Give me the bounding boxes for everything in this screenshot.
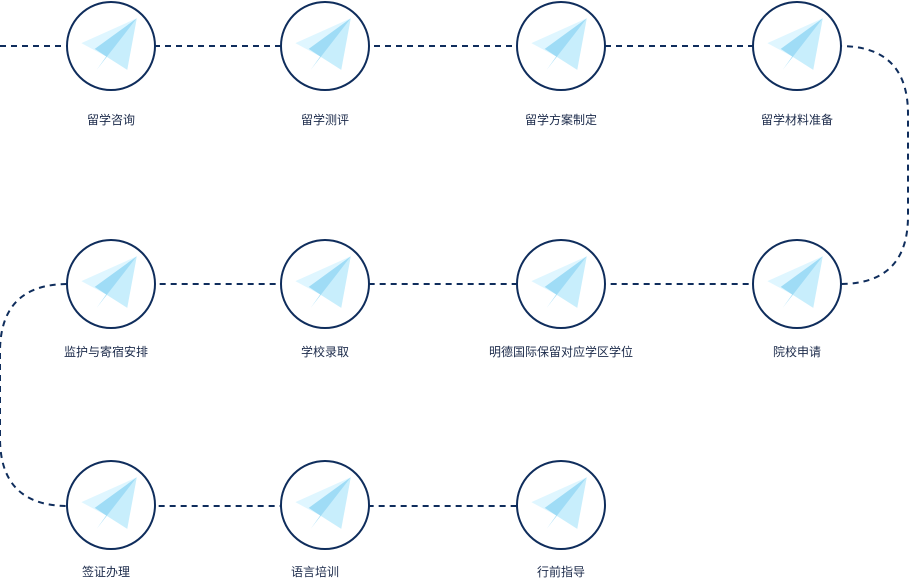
step-label-9: 签证办理 — [81, 565, 130, 579]
step-node-2 — [280, 1, 370, 91]
paper-plane-icon — [81, 256, 137, 308]
step-label-11: 行前指导 — [536, 565, 585, 579]
step-label-5: 院校申请 — [772, 345, 821, 359]
paper-plane-icon — [295, 18, 351, 70]
step-label-7: 学校录取 — [300, 345, 349, 359]
paper-plane-icon — [81, 477, 137, 529]
paper-plane-icon — [531, 256, 587, 308]
step-node-4 — [752, 1, 842, 91]
step-label-1: 留学咨询 — [86, 113, 135, 127]
paper-plane-icon — [531, 18, 587, 70]
step-label-4: 留学材料准备 — [760, 113, 833, 127]
paper-plane-icon — [767, 18, 823, 70]
step-node-11 — [516, 460, 606, 550]
paper-plane-icon — [295, 477, 351, 529]
step-node-5 — [752, 239, 842, 329]
step-node-9 — [66, 460, 156, 550]
paper-plane-icon — [767, 256, 823, 308]
step-node-1 — [66, 1, 156, 91]
step-label-10: 语言培训 — [290, 565, 339, 579]
paper-plane-icon — [81, 18, 137, 70]
step-node-6 — [516, 239, 606, 329]
step-node-10 — [280, 460, 370, 550]
paper-plane-icon — [295, 256, 351, 308]
step-label-8: 监护与寄宿安排 — [63, 345, 148, 359]
step-label-6: 明德国际保留对应学区学位 — [488, 345, 633, 359]
step-node-3 — [516, 1, 606, 91]
step-label-3: 留学方案制定 — [524, 113, 597, 127]
paper-plane-icon — [531, 477, 587, 529]
step-node-8 — [66, 239, 156, 329]
step-node-7 — [280, 239, 370, 329]
step-label-2: 留学测评 — [300, 113, 349, 127]
